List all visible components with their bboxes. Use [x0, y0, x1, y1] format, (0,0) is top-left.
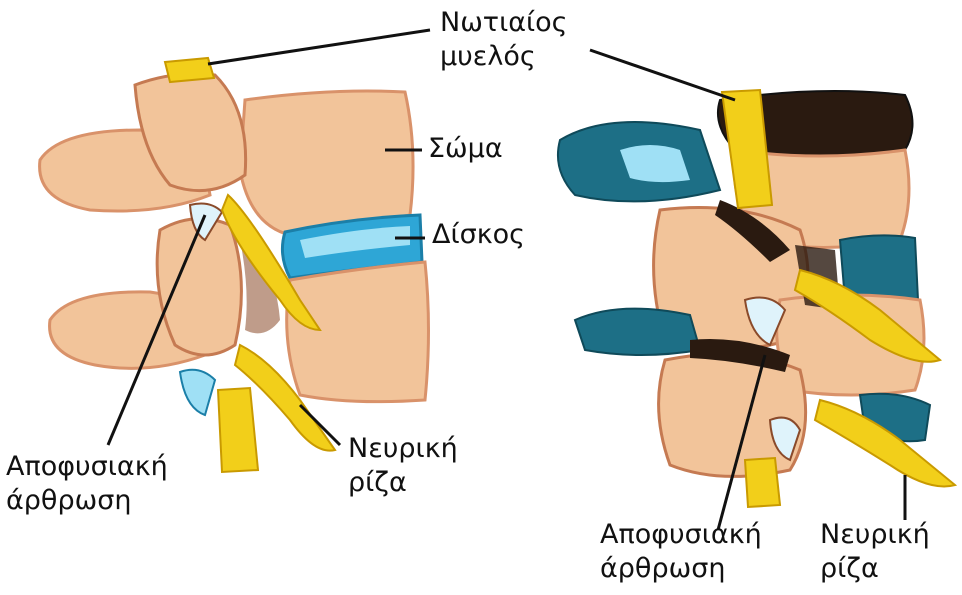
label-spinal-cord-line1: Νωτιαίος: [440, 6, 568, 40]
right-upper-process-highlight: [620, 145, 690, 182]
right-lower-process: [575, 309, 700, 355]
left-spine-illustration: [40, 58, 429, 472]
right-cauda-nerve: [745, 458, 780, 507]
label-nerve-right: Νευρική ρίζα: [820, 518, 930, 586]
left-cauda-nerve: [218, 388, 258, 472]
label-body-text: Σώμα: [428, 132, 503, 166]
label-nerve-left: Νευρική ρίζα: [348, 432, 458, 500]
label-facet-right-line2: άρθρωση: [600, 552, 762, 586]
label-spinal-cord: Νωτιαίος μυελός: [440, 6, 568, 74]
label-facet-right: Αποφυσιακή άρθρωση: [600, 518, 762, 586]
label-facet-right-line1: Αποφυσιακή: [600, 518, 762, 552]
label-disc: Δίσκος: [432, 218, 525, 252]
left-lower-arch: [157, 219, 241, 355]
label-body: Σώμα: [428, 132, 503, 166]
right-lower-arch: [659, 354, 806, 476]
label-nerve-left-line2: ρίζα: [348, 466, 458, 500]
label-facet-left: Αποφυσιακή άρθρωση: [6, 450, 168, 518]
label-facet-left-line1: Αποφυσιακή: [6, 450, 168, 484]
left-spinal-cord-top: [165, 58, 214, 82]
leader-spinal-cord-right: [590, 50, 735, 100]
left-lower-vertebral-body: [287, 262, 429, 402]
leader-spinal-cord-left: [208, 30, 430, 64]
left-lower-facet: [180, 370, 215, 415]
label-facet-left-line2: άρθρωση: [6, 484, 168, 518]
label-disc-text: Δίσκος: [432, 218, 525, 252]
right-spine-illustration: [558, 90, 955, 507]
label-nerve-right-line2: ρίζα: [820, 552, 930, 586]
label-nerve-left-line1: Νευρική: [348, 432, 458, 466]
left-upper-vertebral-body: [240, 91, 413, 235]
label-spinal-cord-line2: μυελός: [440, 40, 568, 74]
label-nerve-right-line1: Νευρική: [820, 518, 930, 552]
